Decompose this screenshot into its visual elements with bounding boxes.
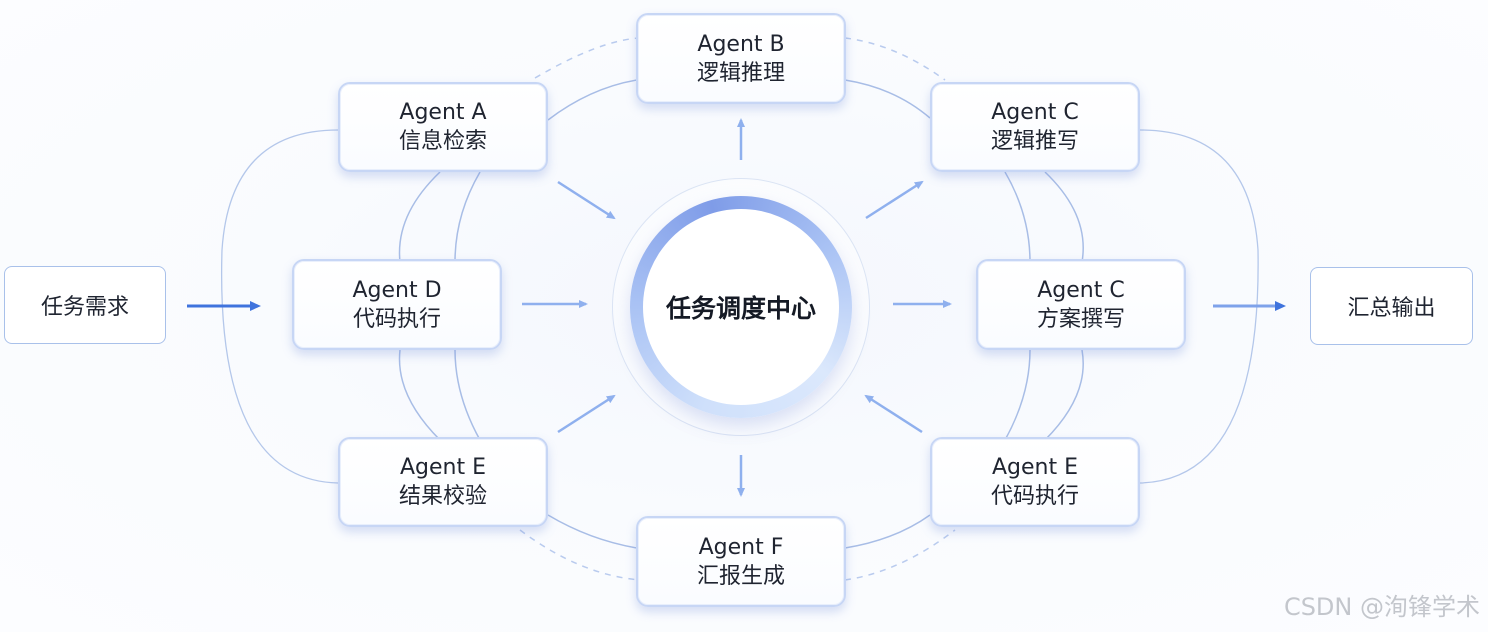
- agent-node-d[interactable]: Agent D 代码执行: [292, 259, 502, 350]
- agent-node-b[interactable]: Agent B 逻辑推理: [636, 13, 846, 104]
- arc-d-e-outer: [398, 349, 441, 441]
- arc-a-d-inner: [454, 171, 481, 263]
- agent-name: Agent E: [991, 455, 1078, 480]
- orbit-arc-b-c: [844, 79, 931, 119]
- agent-role: 逻辑推理: [696, 60, 785, 86]
- agent-node-e-left[interactable]: Agent E 结果校验: [338, 437, 548, 527]
- agent-role: 信息检索: [398, 129, 487, 154]
- arc-c-e-inner: [1004, 349, 1031, 441]
- dashed-orbit-bottom: [519, 529, 641, 581]
- agent-node-c-mid[interactable]: Agent C 方案撰写: [976, 259, 1186, 350]
- dashed-orbit-top: [534, 37, 641, 79]
- agent-role: 逻辑推写: [990, 129, 1079, 154]
- orbit-arc-e-f: [547, 514, 638, 549]
- agent-name: Agent D: [352, 277, 442, 303]
- agent-role: 汇报生成: [696, 563, 785, 589]
- arc-a-d-outer: [398, 171, 441, 263]
- arc-c-e-outer: [1044, 349, 1084, 441]
- orbit-arc-f-e: [844, 514, 931, 549]
- arc-c-c-inner: [1004, 171, 1031, 263]
- agent-role: 结果校验: [398, 484, 487, 509]
- agent-role: 方案撰写: [1036, 306, 1125, 332]
- output-label: 汇总输出: [1347, 296, 1436, 321]
- agent-node-f[interactable]: Agent F 汇报生成: [636, 516, 846, 607]
- arc-left-outer-loop: [220, 129, 339, 484]
- agent-name: Agent C: [991, 100, 1079, 125]
- arrow-agent-e-right-to-hub: [864, 394, 923, 434]
- agent-role: 代码执行: [352, 306, 441, 332]
- agent-role: 代码执行: [990, 484, 1079, 509]
- agent-name: Agent A: [399, 100, 487, 125]
- orbit-arc-a-b: [547, 79, 638, 121]
- output-box[interactable]: 汇总输出: [1310, 267, 1473, 345]
- input-box[interactable]: 任务需求: [4, 266, 166, 344]
- arrow-agent-e-to-hub: [557, 394, 616, 434]
- agent-name: Agent B: [697, 31, 785, 57]
- agent-node-e-right[interactable]: Agent E 代码执行: [930, 437, 1140, 527]
- input-label: 任务需求: [40, 295, 129, 320]
- arc-right-outer-loop: [1139, 129, 1259, 484]
- arrow-agent-a-to-hub: [557, 180, 616, 220]
- dashed-orbit-bottom-right: [844, 529, 956, 581]
- arrow-hub-to-agent-c-top: [865, 180, 924, 220]
- agent-name: Agent E: [399, 455, 486, 480]
- agent-name: Agent C: [1037, 277, 1125, 303]
- dashed-orbit-top-right: [844, 37, 946, 81]
- agent-node-c-top[interactable]: Agent C 逻辑推写: [930, 82, 1140, 172]
- agent-node-a[interactable]: Agent A 信息检索: [338, 82, 548, 172]
- watermark: CSDN @洵锋学术: [1283, 593, 1480, 621]
- hub-label: 任务调度中心: [665, 294, 816, 323]
- agent-name: Agent F: [698, 534, 784, 560]
- arc-c-c-outer: [1044, 171, 1084, 263]
- hub-node[interactable]: 任务调度中心: [643, 209, 839, 405]
- arc-d-e-inner: [454, 349, 481, 441]
